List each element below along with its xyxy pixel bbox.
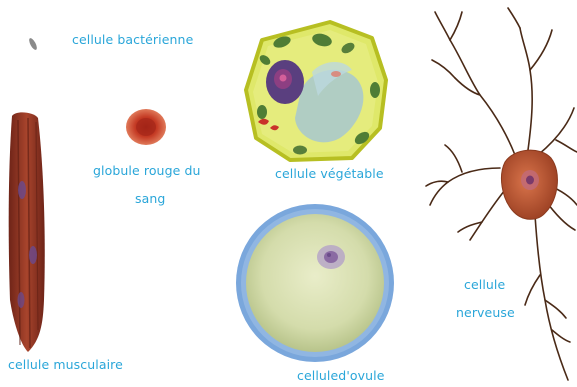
plant-cell-icon [246,22,386,160]
label-egg-cell: celluled'ovule [297,368,385,385]
label-red-blood-cell-line2: sang [135,191,165,208]
neuron-body [501,150,557,219]
label-muscle-cell: cellule musculaire [8,357,123,374]
label-bacterial-cell: cellule bactérienne [72,32,193,49]
label-red-blood-cell-line1: globule rouge du [93,163,201,180]
muscle-fiber-icon [9,112,45,352]
label-plant-cell: cellule végétable [275,166,384,183]
label-nerve-cell-line2: nerveuse [456,305,515,322]
bacterium-icon [28,37,39,51]
ovum-icon [236,204,394,362]
label-nerve-cell-line1: cellule [464,277,505,294]
red-blood-cell-icon [126,109,166,145]
